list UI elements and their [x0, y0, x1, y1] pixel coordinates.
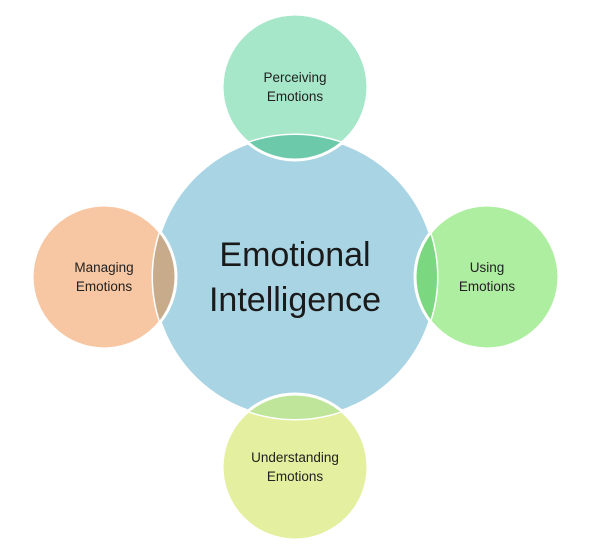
bottom-label-line2: Emotions — [267, 469, 324, 484]
center-title-line1: Emotional — [219, 236, 370, 274]
right-label-line1: Using — [470, 260, 505, 275]
outline-left — [30, 203, 178, 351]
bottom-label-line1: Understanding — [251, 450, 339, 465]
outline-top — [220, 12, 370, 162]
left-label-line1: Managing — [74, 260, 133, 275]
top-label-line1: Perceiving — [263, 70, 326, 85]
right-label-line2: Emotions — [459, 279, 516, 294]
top-label-line2: Emotions — [267, 89, 324, 104]
outline-bottom — [220, 392, 370, 542]
center-title-line2: Intelligence — [209, 281, 381, 319]
left-label-line2: Emotions — [76, 279, 133, 294]
emotional-intelligence-circle — [151, 133, 439, 421]
outline-right — [413, 203, 561, 351]
